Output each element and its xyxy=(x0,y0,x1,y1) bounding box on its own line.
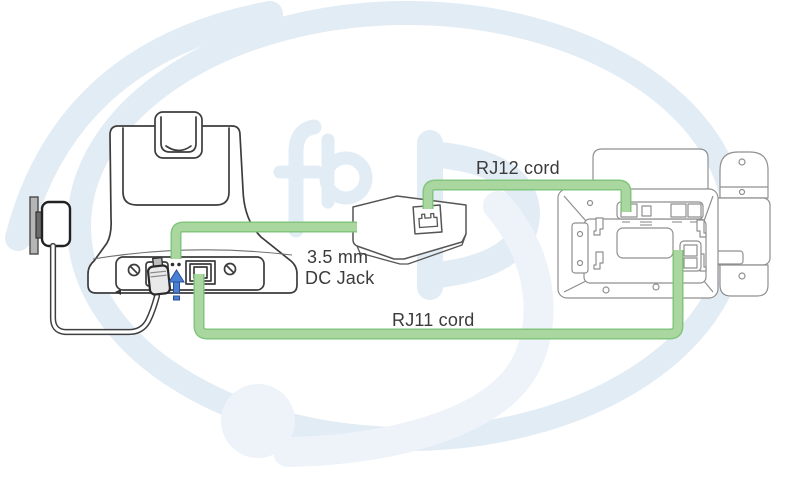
base-dc-jack-hole xyxy=(170,262,175,267)
base-screws xyxy=(127,262,237,277)
watermark-headband xyxy=(5,1,283,251)
watermark-letters xyxy=(273,119,541,300)
base-arrow-mark xyxy=(115,289,121,295)
adapter-rj12-port xyxy=(412,204,443,235)
watermark-mic xyxy=(221,384,295,458)
rj12-cord-drawing xyxy=(422,179,632,212)
rj12-cord-label: RJ12 cord xyxy=(476,158,560,178)
phone-stand-bracket xyxy=(571,222,589,274)
power-adapter-drawing xyxy=(29,196,72,255)
insert-arrow-icon xyxy=(168,269,185,301)
dc-cord-drawing xyxy=(170,221,357,259)
adapter-body xyxy=(40,200,72,248)
ehs-adapter-box-drawing xyxy=(352,195,467,265)
dc-plug-drawing xyxy=(146,256,172,296)
dc-jack-label-line2: DC Jack xyxy=(305,268,375,288)
phone-label-plate xyxy=(616,227,674,259)
base-cradle xyxy=(122,127,230,206)
headset-base-drawing xyxy=(87,111,298,295)
phone-port-pc xyxy=(687,203,702,218)
rj11-cord-label: RJ11 cord xyxy=(392,310,475,330)
dc-jack-label-line1: 3.5 mm xyxy=(307,247,369,267)
rj11-cord-drawing xyxy=(193,250,684,340)
power-cable-drawing xyxy=(49,242,161,336)
desk-phone-drawing xyxy=(557,148,771,299)
phone-port-small xyxy=(641,205,652,217)
watermark-boom xyxy=(273,191,554,467)
phone-port-handset xyxy=(670,203,687,218)
